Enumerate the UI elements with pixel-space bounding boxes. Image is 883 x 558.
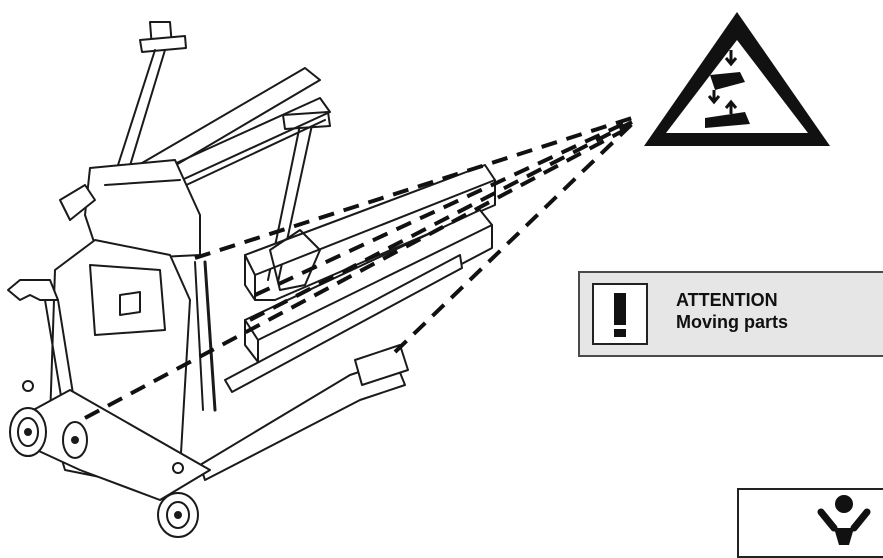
diagram-canvas	[7, 12, 830, 538]
pallet-lifter-drawing	[7, 21, 496, 538]
attention-sign: ATTENTION Moving parts	[578, 271, 883, 357]
attention-text: ATTENTION Moving parts	[676, 289, 788, 333]
exclamation-icon	[592, 283, 648, 345]
attention-subtitle: Moving parts	[676, 312, 789, 332]
pointer-lines	[84, 116, 634, 420]
person-hazard-sign	[737, 488, 883, 558]
attention-title: ATTENTION	[676, 290, 778, 310]
person-hazard-icon	[817, 495, 871, 545]
triangle-crush-hazard-icon	[644, 12, 830, 146]
